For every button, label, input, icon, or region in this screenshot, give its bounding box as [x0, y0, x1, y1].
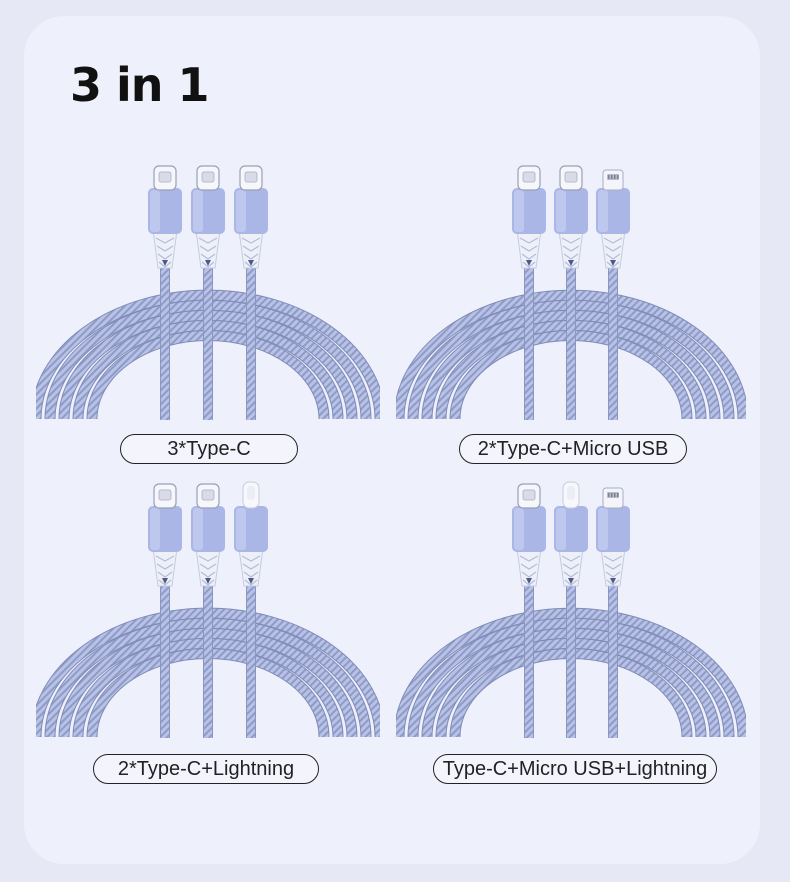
- cable-panel-2-type-c-micro-usb: 2*Type-C+Micro USB: [396, 160, 746, 465]
- cable-panel-type-c-micro-usb-lightning: Type-C+Micro USB+Lightning: [396, 478, 746, 786]
- connector-lightning: [234, 481, 268, 738]
- connector-lightning: [554, 481, 588, 738]
- connector-type-c: [148, 483, 182, 738]
- connector-type-c: [234, 165, 268, 420]
- variant-label: Type-C+Micro USB+Lightning: [433, 754, 717, 784]
- variant-label: 2*Type-C+Micro USB: [459, 434, 687, 464]
- cable-panel-2-type-c-lightning: 2*Type-C+Lightning: [36, 478, 380, 786]
- connector-type-c: [554, 165, 588, 420]
- connector-type-c: [191, 483, 225, 738]
- connector-type-c: [512, 483, 546, 738]
- cable-illustration: [36, 481, 380, 738]
- cable-panel-3-type-c: 3*Type-C: [36, 160, 380, 465]
- connector-type-c: [148, 165, 182, 420]
- connector-type-c: [191, 165, 225, 420]
- variant-label: 2*Type-C+Lightning: [93, 754, 319, 784]
- connector-micro-usb: [596, 169, 630, 420]
- connector-micro-usb: [596, 487, 630, 738]
- cable-illustration: [36, 165, 380, 420]
- variant-label: 3*Type-C: [120, 434, 298, 464]
- connector-type-c: [512, 165, 546, 420]
- cable-illustration: [396, 481, 746, 738]
- page-title: 3 in 1: [70, 58, 210, 112]
- cable-illustration: [396, 165, 746, 420]
